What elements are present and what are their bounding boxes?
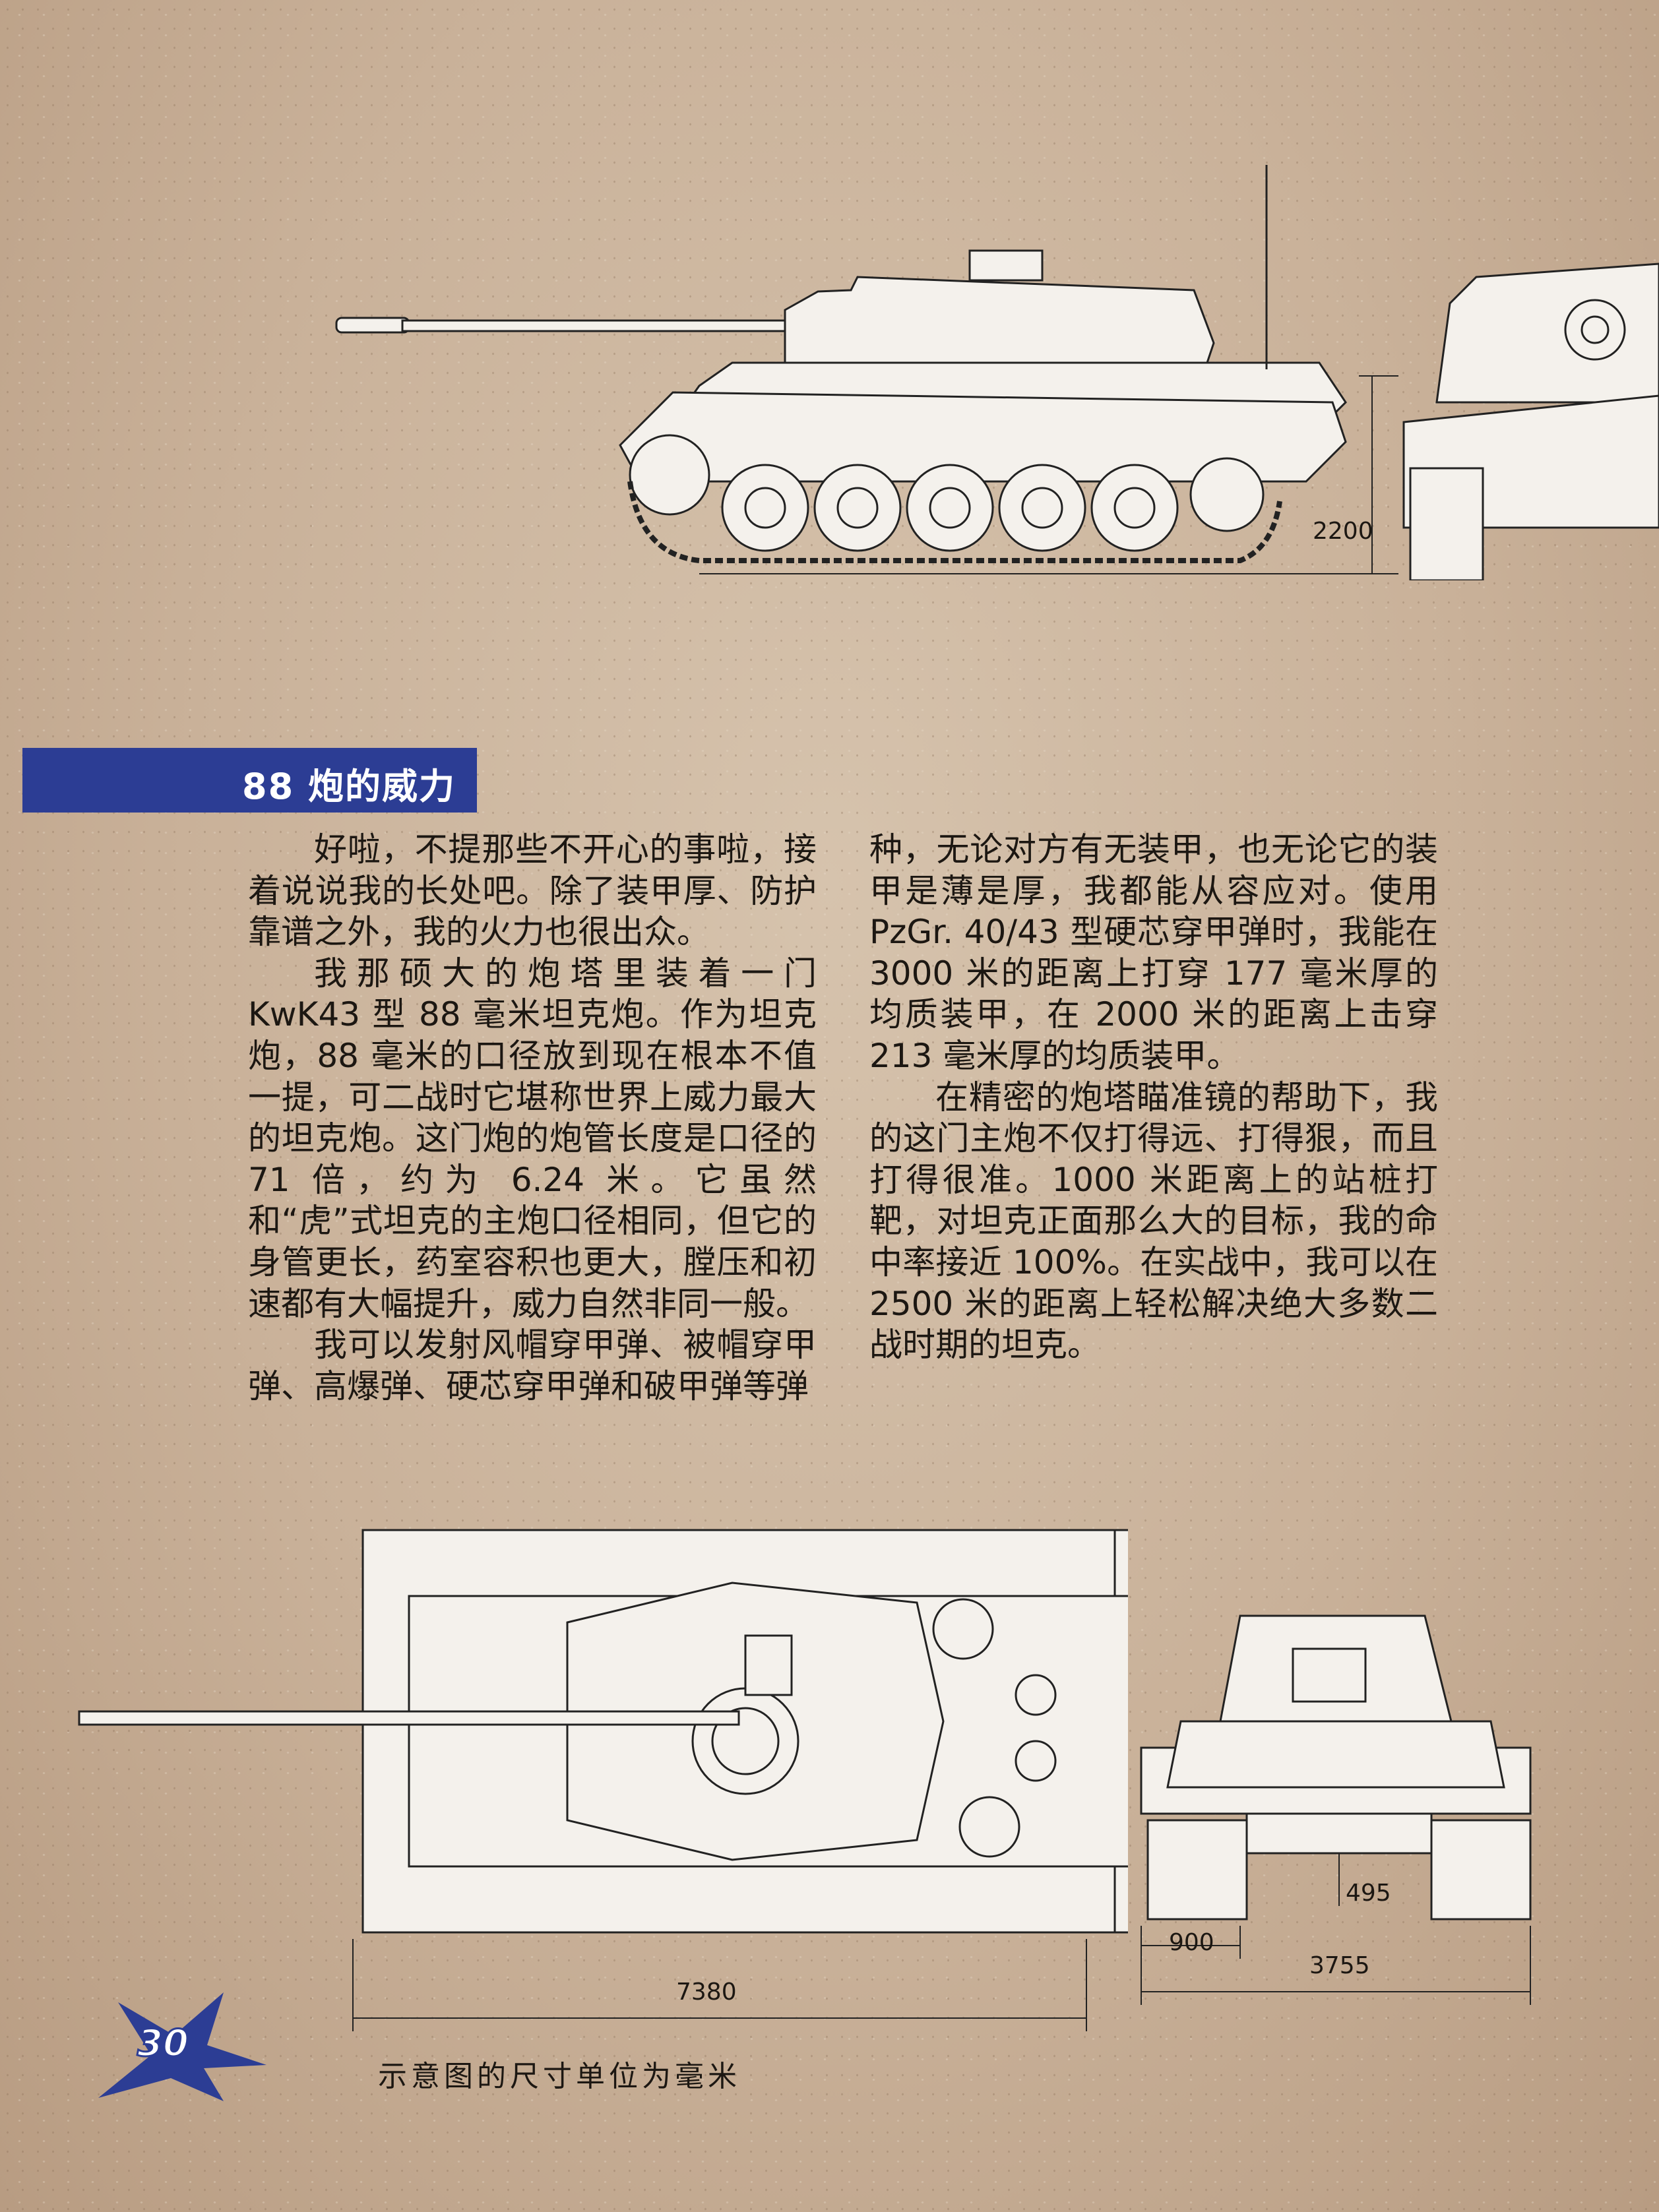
track-width-label: 900 xyxy=(1169,1929,1214,1956)
paragraph: 我可以发射风帽穿甲弹、被帽穿甲弹、高爆弹、硬芯穿甲弹和破甲弹等弹 xyxy=(248,1326,817,1405)
page-number: 30 xyxy=(137,2021,190,2066)
paragraph: 在精密的炮塔瞄准镜的帮助下，我的这门主炮不仅打得远、打得狠，而且打得很准。100… xyxy=(869,1078,1438,1365)
diagram-caption: 示意图的尺寸单位为毫米 xyxy=(378,2060,741,2093)
ground-clearance-label: 495 xyxy=(1346,1880,1391,1907)
page-number-star-logo xyxy=(98,1992,266,2101)
section-title: 88 炮的威力 xyxy=(242,766,456,807)
article-right-column: 种，无论对方有无装甲，也无论它的装甲是薄是厚，我都能从容应对。使用 PzGr. … xyxy=(869,829,1438,1366)
paragraph: 种，无论对方有无装甲，也无论它的装甲是薄是厚，我都能从容应对。使用 PzGr. … xyxy=(869,830,1438,1075)
paragraph: 我那硕大的炮塔里装着一门 KwK43 型 88 毫米坦克炮。作为坦克炮，88 毫… xyxy=(248,954,817,1323)
tank-front-view-drawing xyxy=(1140,1614,1532,2005)
tank-front-view-drawing-top xyxy=(1402,262,1659,580)
section-title-banner: 88 炮的威力 xyxy=(22,748,477,813)
total-width-label: 3755 xyxy=(1309,1952,1370,1979)
length-dimension-label: 7380 xyxy=(676,1979,737,2006)
height-dimension-label: 2200 xyxy=(1313,518,1373,545)
tank-top-view-drawing xyxy=(78,1529,1128,2031)
article-left-column: 好啦，不提那些不开心的事啦，接着说说我的长处吧。除了装甲厚、防护靠谱之外，我的火… xyxy=(248,829,817,1407)
tank-side-view-drawing xyxy=(335,165,1398,574)
paragraph: 好啦，不提那些不开心的事啦，接着说说我的长处吧。除了装甲厚、防护靠谱之外，我的火… xyxy=(248,830,817,952)
